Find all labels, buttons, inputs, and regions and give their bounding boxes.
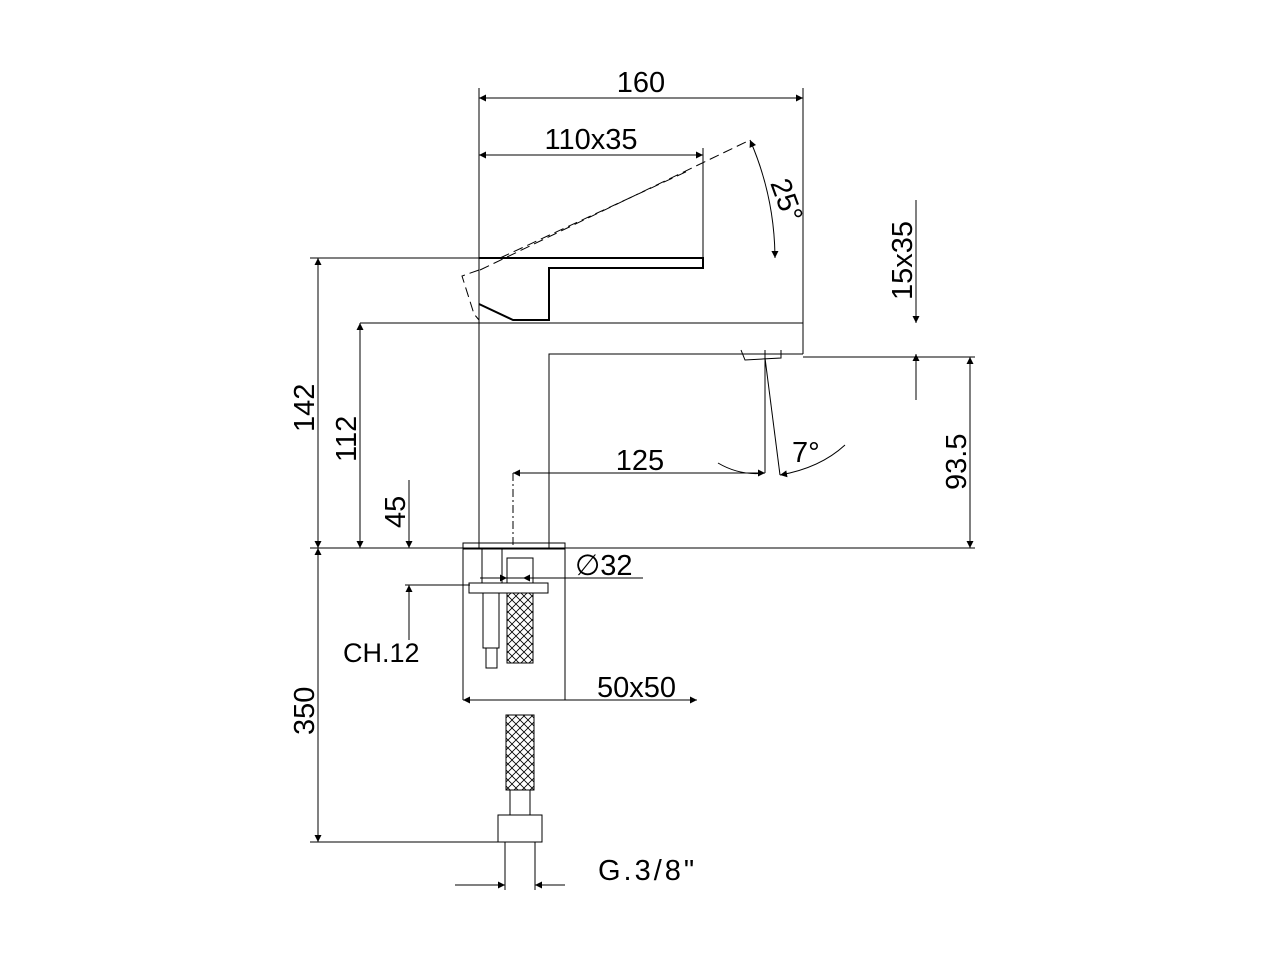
dim-lever-size: 110x35 — [545, 124, 638, 156]
dim-base-footprint: 50x50 — [597, 672, 676, 704]
dim-base-height: 45 — [380, 496, 412, 528]
extension-lines — [310, 88, 975, 843]
dim-overall-height: 142 — [289, 384, 321, 432]
dim-base-diameter: ∅32 — [575, 550, 633, 582]
base-assembly — [462, 542, 566, 700]
dim-lever-angle: 25° — [763, 174, 808, 226]
dim-spout-height: 112 — [331, 416, 363, 462]
lever-handle — [461, 139, 751, 321]
dim-hose-length: 350 — [289, 687, 321, 735]
dim-flow-angle: 7° — [792, 437, 820, 469]
dimension-lines — [314, 94, 974, 889]
dim-overall-width: 160 — [617, 67, 665, 99]
dim-spout-reach: 125 — [616, 445, 664, 477]
dim-spout-section: 15x35 — [887, 221, 919, 300]
dim-outlet-height: 93.5 — [941, 434, 973, 490]
dim-wrench-size: CH.12 — [343, 638, 420, 668]
dim-connection-thread: G.3/8" — [598, 855, 697, 887]
flex-hose — [497, 714, 543, 890]
faucet-body — [360, 258, 975, 548]
